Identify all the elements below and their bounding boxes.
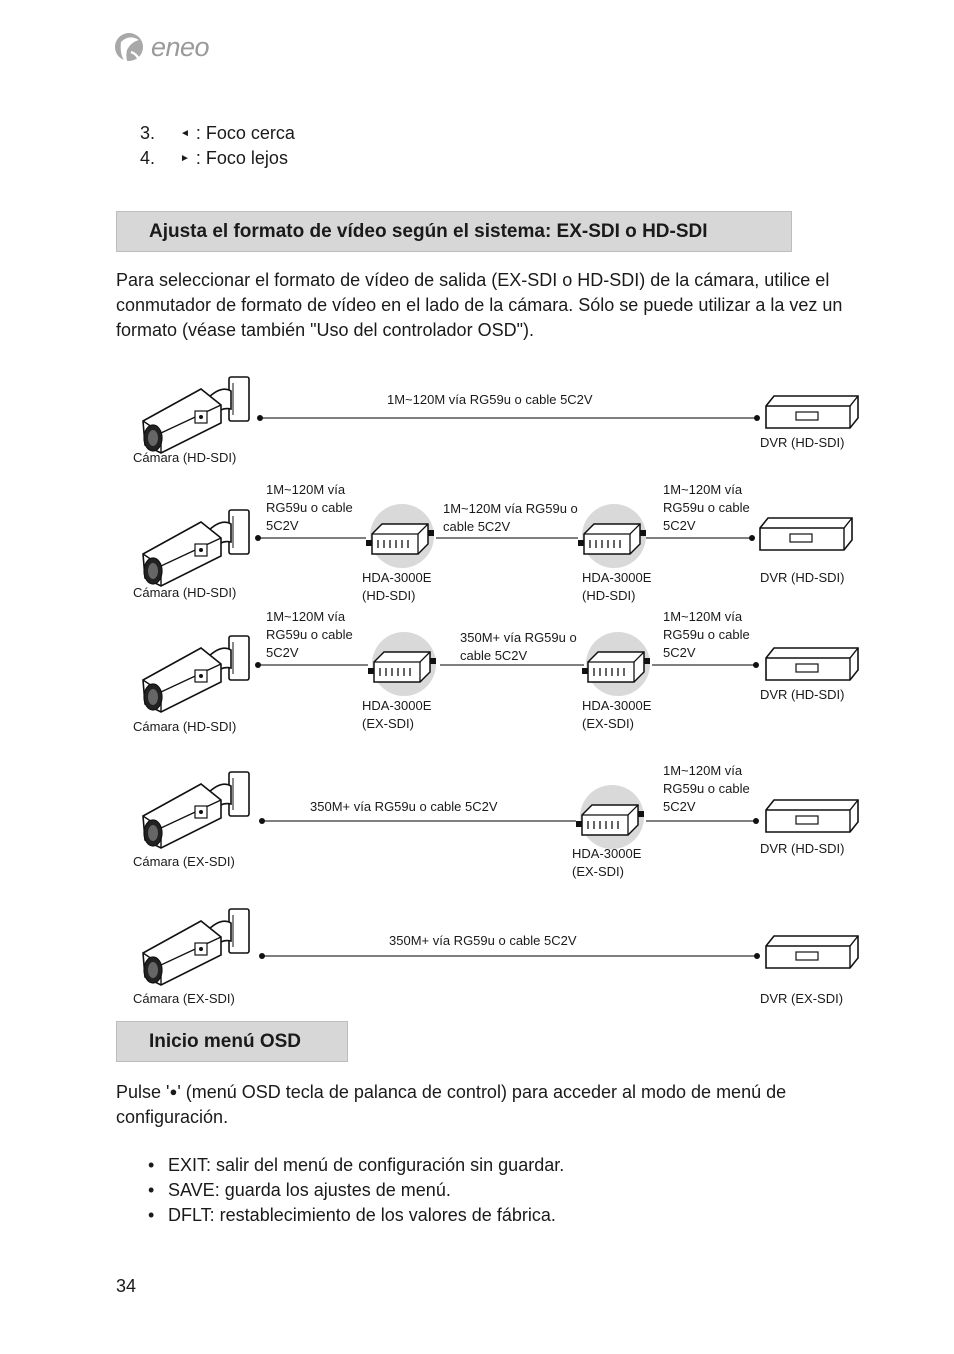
diagram-row-1 bbox=[142, 376, 859, 454]
dvr-label: DVR (HD-SDI) bbox=[760, 435, 845, 450]
connector-dot bbox=[259, 953, 265, 959]
brand-name: eneo bbox=[151, 32, 210, 62]
section-paragraph-osd-menu: Pulse '●' (menú OSD tecla de palanca de … bbox=[116, 1082, 787, 1127]
step-text: : Foco cerca bbox=[195, 123, 295, 143]
connector-dot bbox=[255, 662, 261, 668]
eneo-logo: eneo bbox=[113, 30, 223, 72]
connector-dot bbox=[257, 415, 263, 421]
camera-label: Cámara (HD-SDI) bbox=[133, 450, 237, 465]
connector-dot bbox=[753, 818, 759, 824]
diagram-row-3 bbox=[142, 631, 859, 713]
camera-icon bbox=[142, 635, 250, 713]
camera-icon bbox=[142, 771, 250, 849]
hda-converter-icon bbox=[365, 503, 435, 569]
device-label: HDA-3000E(EX-SDI) bbox=[582, 698, 652, 731]
connector-dot bbox=[255, 535, 261, 541]
connector-dot bbox=[754, 415, 760, 421]
hda-converter-icon bbox=[581, 631, 651, 697]
diagram-row-5 bbox=[142, 908, 859, 986]
connector-dot bbox=[754, 953, 760, 959]
dvr-icon bbox=[759, 517, 853, 551]
camera-label: Cámara (EX-SDI) bbox=[133, 991, 235, 1006]
joystick-dot-icon: ● bbox=[169, 1084, 178, 1099]
camera-icon bbox=[142, 908, 250, 986]
camera-label: Cámara (EX-SDI) bbox=[133, 854, 235, 869]
device-label: HDA-3000E(HD-SDI) bbox=[582, 570, 652, 603]
hda-converter-icon bbox=[577, 503, 647, 569]
step-item: 3. ◄ : Foco cerca bbox=[140, 121, 295, 146]
hda-converter-icon bbox=[575, 784, 645, 850]
step-number: 3. bbox=[140, 123, 156, 143]
dvr-icon bbox=[765, 935, 859, 969]
dvr-label: DVR (HD-SDI) bbox=[760, 687, 845, 702]
connector-dot bbox=[749, 535, 755, 541]
left-triangle-icon: ◄ bbox=[180, 128, 190, 139]
list-item: •EXIT: salir del menú de configuración s… bbox=[148, 1155, 565, 1175]
dvr-icon bbox=[765, 395, 859, 429]
dvr-icon bbox=[765, 799, 859, 833]
step-text: : Foco lejos bbox=[195, 148, 288, 168]
hda-converter-icon bbox=[367, 631, 437, 697]
section-paragraph-video-format: Para seleccionar el formato de vídeo de … bbox=[116, 270, 843, 340]
right-triangle-icon: ► bbox=[180, 153, 190, 164]
list-item: •SAVE: guarda los ajustes de menú. bbox=[148, 1180, 451, 1200]
camera-icon bbox=[142, 376, 250, 454]
cable-label: 350M+ vía RG59u o cable 5C2V bbox=[389, 933, 577, 948]
device-label: HDA-3000E(HD-SDI) bbox=[362, 570, 432, 603]
dvr-label: DVR (HD-SDI) bbox=[760, 570, 845, 585]
dvr-label: DVR (HD-SDI) bbox=[760, 841, 845, 856]
eneo-logo-mark-icon bbox=[115, 33, 143, 66]
focus-steps-list: 3. ◄ : Foco cerca 4. ► : Foco lejos bbox=[140, 121, 295, 171]
section-heading-video-format: Ajusta el formato de vídeo según el sist… bbox=[116, 211, 792, 252]
device-label: HDA-3000E(EX-SDI) bbox=[362, 698, 432, 731]
step-item: 4. ► : Foco lejos bbox=[140, 146, 295, 171]
step-number: 4. bbox=[140, 148, 156, 168]
device-label: HDA-3000E(EX-SDI) bbox=[572, 846, 642, 879]
connection-diagram bbox=[142, 376, 859, 986]
diagram-row-2 bbox=[142, 503, 853, 587]
dvr-label: DVR (EX-SDI) bbox=[760, 991, 844, 1006]
page-number: 34 bbox=[116, 1276, 137, 1296]
connector-dot bbox=[753, 662, 759, 668]
cable-label: 350M+ vía RG59u o cable 5C2V bbox=[310, 799, 498, 814]
connector-dot bbox=[259, 818, 265, 824]
camera-label: Cámara (HD-SDI) bbox=[133, 585, 237, 600]
list-item: •DFLT: restablecimiento de los valores d… bbox=[148, 1205, 556, 1225]
dvr-icon bbox=[765, 647, 859, 681]
section-heading-osd-menu: Inicio menú OSD bbox=[116, 1021, 348, 1062]
diagram-row-4 bbox=[142, 771, 859, 850]
camera-icon bbox=[142, 509, 250, 587]
camera-label: Cámara (HD-SDI) bbox=[133, 719, 237, 734]
osd-options-list: •EXIT: salir del menú de configuración s… bbox=[148, 1153, 564, 1228]
cable-label: 1M~120M vía RG59u o cable 5C2V bbox=[387, 392, 593, 407]
